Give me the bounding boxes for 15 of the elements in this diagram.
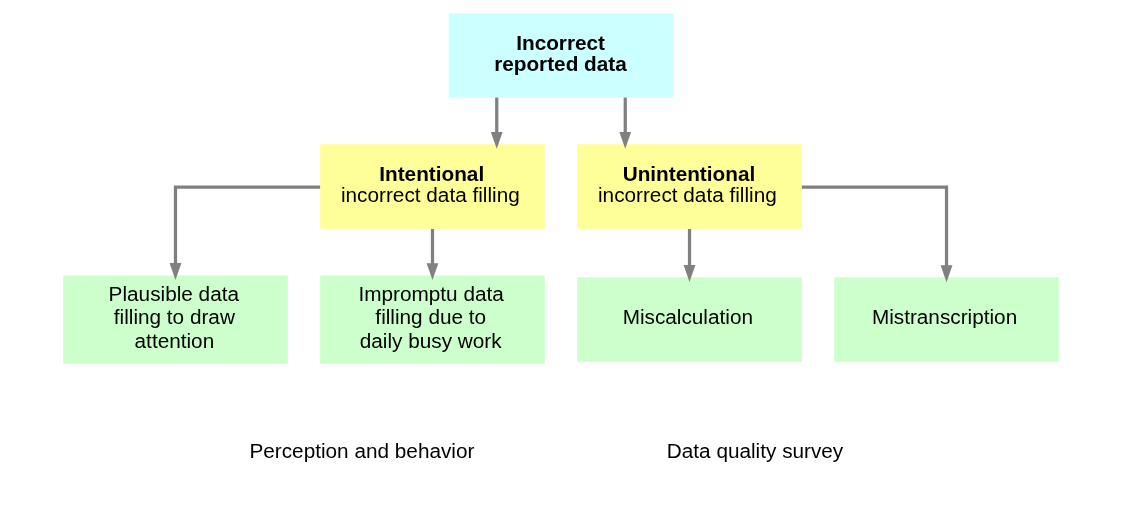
node-box: Intentional incorrect data filling [319, 144, 545, 229]
node-box: Unintentional incorrect data filling [576, 144, 802, 229]
arrow [426, 228, 438, 281]
label: Data quality survey [666, 438, 843, 462]
node-box: Mistranscription [833, 277, 1059, 362]
label: Perception and behavior [248, 438, 474, 462]
arrow [490, 97, 503, 149]
arrow [683, 228, 695, 282]
arrow [801, 185, 952, 283]
arrow [169, 185, 320, 280]
arrow [618, 97, 631, 149]
node-box: Impromptu data filling due to daily busy work [319, 275, 545, 364]
node-box: Miscalculation [576, 277, 802, 362]
node-box: Plausible data filling to draw attention [62, 275, 288, 364]
node-box: Incorrect reported data [448, 13, 673, 98]
